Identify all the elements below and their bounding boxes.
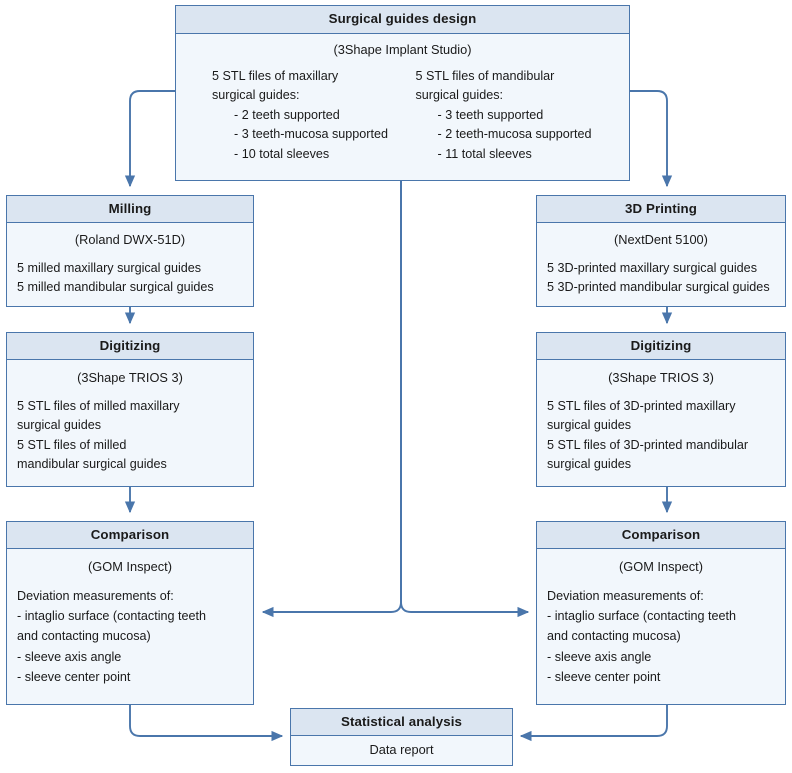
comparison-right-line-4: - sleeve axis angle — [547, 649, 652, 664]
node-surgical-guides-design[interactable]: Surgical guides design (3Shape Implant S… — [175, 5, 630, 181]
node-milling[interactable]: Milling (Roland DWX-51D) 5 milled maxill… — [6, 195, 254, 307]
node-body-design: (3Shape Implant Studio) 5 STL files of m… — [176, 34, 629, 180]
node-comparison-printed[interactable]: Comparison (GOM Inspect) Deviation measu… — [536, 521, 786, 705]
node-body-digitizing-right: (3Shape TRIOS 3) 5 STL files of 3D-print… — [537, 360, 785, 486]
digitizing-left-line-1: 5 STL files of milled maxillary — [17, 398, 180, 413]
comparison-right-line-1: Deviation measurements of: — [547, 588, 704, 603]
node-header-printing: 3D Printing — [537, 196, 785, 224]
digitizing-right-line-1: 5 STL files of 3D-printed maxillary — [547, 398, 736, 413]
printing-subtitle: (NextDent 5100) — [614, 232, 708, 248]
node-digitizing-milled[interactable]: Digitizing (3Shape TRIOS 3) 5 STL files … — [6, 332, 254, 487]
design-mandibular-bullet-3: - 11 total sleeves — [437, 146, 532, 161]
comparison-left-line-1: Deviation measurements of: — [17, 588, 174, 603]
design-maxillary-bullet-2: - 3 teeth-mucosa supported — [234, 127, 389, 142]
milling-subtitle: (Roland DWX-51D) — [74, 232, 186, 248]
digitizing-left-line-4: mandibular surgical guides — [17, 457, 167, 472]
connector-design-to-milling — [124, 90, 175, 188]
design-mandibular-bullet-2: - 2 teeth-mucosa supported — [437, 127, 592, 142]
design-mandibular-heading-line2: surgical guides: — [415, 88, 504, 103]
node-digitizing-printed[interactable]: Digitizing (3Shape TRIOS 3) 5 STL files … — [536, 332, 786, 487]
node-comparison-milled[interactable]: Comparison (GOM Inspect) Deviation measu… — [6, 521, 254, 705]
connector-design-to-printing — [630, 90, 673, 188]
comparison-left-subtitle: (GOM Inspect) — [88, 559, 172, 575]
digitizing-right-line-2: surgical guides — [547, 418, 632, 433]
node-3d-printing[interactable]: 3D Printing (NextDent 5100) 5 3D-printed… — [536, 195, 786, 307]
milling-line-1: 5 milled maxillary surgical guides — [17, 260, 202, 275]
node-statistical-analysis[interactable]: Statistical analysis Data report — [290, 708, 513, 766]
node-body-comparison-right: (GOM Inspect) Deviation measurements of:… — [537, 549, 785, 704]
comparison-right-line-5: - sleeve center point — [547, 670, 661, 685]
connector-design-center-to-comparison-right — [400, 181, 530, 618]
comparison-left-line-3: and contacting mucosa) — [17, 629, 151, 644]
node-body-printing: (NextDent 5100) 5 3D-printed maxillary s… — [537, 223, 785, 306]
design-mandibular-bullet-1: - 3 teeth supported — [437, 107, 544, 122]
node-header-comparison-left: Comparison — [7, 522, 253, 550]
node-header-milling: Milling — [7, 196, 253, 224]
printing-line-1: 5 3D-printed maxillary surgical guides — [547, 260, 757, 275]
node-body-comparison-left: (GOM Inspect) Deviation measurements of:… — [7, 549, 253, 704]
design-maxillary-bullet-1: - 2 teeth supported — [234, 107, 340, 122]
design-maxillary-bullet-3: - 10 total sleeves — [234, 146, 330, 161]
comparison-right-line-2: - intaglio surface (contacting teeth — [547, 609, 737, 624]
design-mandibular-heading-line1: 5 STL files of mandibular — [415, 68, 555, 83]
connector-comparison-left-to-statistics — [129, 705, 284, 742]
comparison-left-line-5: - sleeve center point — [17, 670, 131, 685]
design-columns: 5 STL files of maxillary surgical guides… — [186, 67, 619, 165]
printing-line-2: 5 3D-printed mandibular surgical guides — [547, 280, 770, 295]
node-body-digitizing-left: (3Shape TRIOS 3) 5 STL files of milled m… — [7, 360, 253, 486]
comparison-right-subtitle: (GOM Inspect) — [619, 559, 703, 575]
node-body-milling: (Roland DWX-51D) 5 milled maxillary surg… — [7, 223, 253, 306]
digitizing-left-line-2: surgical guides — [17, 418, 102, 433]
node-header-statistics: Statistical analysis — [291, 709, 512, 737]
connector-design-center-to-comparison-left — [261, 181, 402, 618]
digitizing-right-line-3: 5 STL files of 3D-printed mandibular — [547, 437, 749, 452]
node-header-digitizing-right: Digitizing — [537, 333, 785, 361]
digitizing-right-line-4: surgical guides — [547, 457, 632, 472]
digitizing-right-subtitle: (3Shape TRIOS 3) — [608, 370, 714, 386]
comparison-right-line-3: and contacting mucosa) — [547, 629, 681, 644]
digitizing-left-line-3: 5 STL files of milled — [17, 437, 127, 452]
node-header-digitizing-left: Digitizing — [7, 333, 253, 361]
node-header-design: Surgical guides design — [176, 6, 629, 35]
design-maxillary-heading-line1: 5 STL files of maxillary — [212, 68, 339, 83]
design-maxillary-heading-line2: surgical guides: — [212, 88, 300, 103]
digitizing-left-subtitle: (3Shape TRIOS 3) — [77, 370, 183, 386]
comparison-left-line-4: - sleeve axis angle — [17, 649, 122, 664]
comparison-left-line-2: - intaglio surface (contacting teeth — [17, 609, 207, 624]
design-subtitle: (3Shape Implant Studio) — [333, 42, 472, 58]
node-body-statistics: Data report — [369, 742, 434, 758]
connector-comparison-right-to-statistics — [519, 705, 668, 742]
design-column-mandibular: 5 STL files of mandibular surgical guide… — [416, 67, 620, 165]
node-header-comparison-right: Comparison — [537, 522, 785, 550]
design-column-maxillary: 5 STL files of maxillary surgical guides… — [212, 67, 416, 165]
milling-line-2: 5 milled mandibular surgical guides — [17, 280, 214, 295]
